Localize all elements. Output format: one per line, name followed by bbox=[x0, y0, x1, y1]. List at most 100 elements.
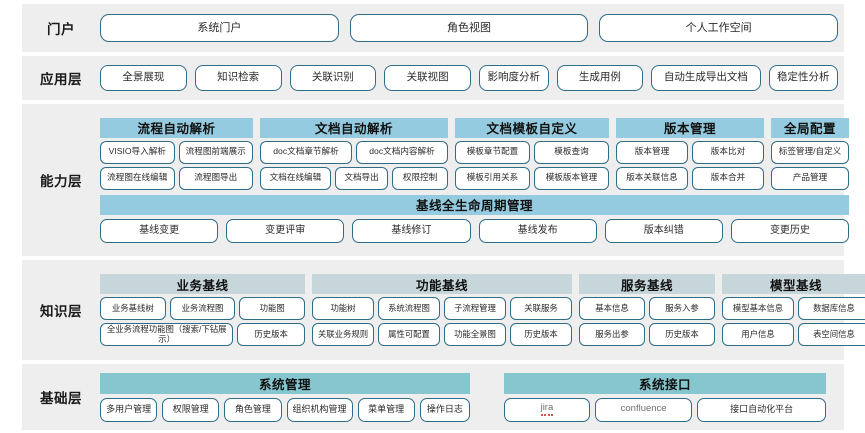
base-item-org-structure-manage[interactable]: 组织机构管理 bbox=[286, 397, 353, 422]
cap-item-permission-control[interactable]: 权限控制 bbox=[392, 166, 449, 190]
know-item-full-business-flow-function-chart[interactable]: 全业务流程功能图（搜索/下钻展示） bbox=[100, 323, 234, 346]
know-item-service-input-param[interactable]: 服务入参 bbox=[649, 297, 715, 320]
cap-item-flowchart-export[interactable]: 流程图导出 bbox=[178, 166, 253, 190]
cap-item-product-manage[interactable]: 产品管理 bbox=[771, 166, 849, 190]
lifecycle-item-baseline-revision[interactable]: 基线修订 bbox=[352, 218, 471, 243]
cap-item-template-chapter-config[interactable]: 模板章节配置 bbox=[455, 140, 530, 164]
group-title-version-management: 版本管理 bbox=[616, 117, 764, 138]
know-item-function-chart[interactable]: 功能图 bbox=[239, 297, 306, 320]
group-rows: 模板章节配置 模板查询 模板引用关系 模板版本管理 bbox=[455, 140, 609, 190]
cap-item-doc-content-parse[interactable]: doc文档内容解析 bbox=[356, 140, 448, 164]
group-line: 模板引用关系 模板版本管理 bbox=[455, 166, 609, 190]
portal-item-system-portal[interactable]: 系统门户 bbox=[100, 14, 339, 42]
group-rows: 基本信息 服务入参 服务出参 历史版本 bbox=[579, 297, 715, 346]
lifecycle-item-change-history[interactable]: 变更历史 bbox=[730, 218, 850, 243]
group-rows: 版本管理 版本比对 版本关联信息 版本合并 bbox=[616, 140, 764, 190]
lifecycle-title: 基线全生命周期管理 bbox=[100, 194, 849, 215]
foundation-group-system-management: 系统管理 多用户管理 权限管理 角色管理 组织机构管理 菜单管理 操作日志 bbox=[100, 372, 470, 422]
portal-item-role-view[interactable]: 角色视图 bbox=[349, 14, 589, 42]
app-item-relation-recognition[interactable]: 关联识别 bbox=[289, 65, 377, 91]
layer-band-foundation: 基础层 系统管理 多用户管理 权限管理 角色管理 组织机构管理 菜单管理 操作日… bbox=[22, 364, 844, 430]
base-item-operation-log[interactable]: 操作日志 bbox=[419, 397, 470, 422]
cap-item-doc-online-edit[interactable]: 文档在线编辑 bbox=[260, 166, 331, 190]
portal-item-personal-workspace[interactable]: 个人工作空间 bbox=[599, 14, 839, 42]
group-line: 模板章节配置 模板查询 bbox=[455, 140, 609, 164]
cap-item-version-compare[interactable]: 版本比对 bbox=[692, 140, 764, 164]
group-rows: VISIO导入解析 流程图前端展示 流程图在线编辑 流程图导出 bbox=[100, 140, 253, 190]
base-item-multi-user-manage[interactable]: 多用户管理 bbox=[100, 397, 158, 422]
group-rows: 标签管理/自定义 产品管理 bbox=[771, 140, 849, 190]
app-item-relation-view[interactable]: 关联视图 bbox=[384, 65, 471, 91]
group-line: 关联业务规则 属性可配置 功能全景图 历史版本 bbox=[312, 323, 572, 346]
cap-item-template-version-manage[interactable]: 模板版本管理 bbox=[534, 166, 609, 190]
know-item-history-version-function[interactable]: 历史版本 bbox=[510, 323, 572, 346]
cap-item-doc-chapter-parse[interactable]: doc文档章节解析 bbox=[260, 140, 352, 164]
know-item-function-tree[interactable]: 功能树 bbox=[312, 297, 374, 320]
knowledge-group-model-baseline: 模型基线 模型基本信息 数据库信息 用户信息 表空间信息 bbox=[722, 274, 865, 346]
cap-item-tag-manage-custom[interactable]: 标签管理/自定义 bbox=[771, 140, 849, 164]
layer-label-application: 应用层 bbox=[40, 72, 82, 87]
know-item-service-basic-info[interactable]: 基本信息 bbox=[579, 297, 645, 320]
lifecycle-item-baseline-release[interactable]: 基线发布 bbox=[478, 218, 597, 243]
know-item-subprocess-manage[interactable]: 子流程管理 bbox=[444, 297, 506, 320]
layer-body-knowledge: 业务基线 业务基线树 业务流程图 功能图 全业务流程功能图（搜索/下钻展示） 历… bbox=[100, 260, 865, 360]
know-item-history-version-business[interactable]: 历史版本 bbox=[237, 323, 305, 346]
know-item-user-info[interactable]: 用户信息 bbox=[722, 323, 794, 346]
layer-label-capability: 能力层 bbox=[40, 174, 82, 189]
lifecycle-item-row: 基线变更 变更评审 基线修订 基线发布 版本纠错 变更历史 bbox=[100, 218, 850, 243]
cap-item-doc-export[interactable]: 文档导出 bbox=[334, 166, 389, 190]
base-item-menu-manage[interactable]: 菜单管理 bbox=[357, 397, 415, 422]
foundation-group-row: 系统管理 多用户管理 权限管理 角色管理 组织机构管理 菜单管理 操作日志 系统… bbox=[100, 372, 838, 422]
app-item-impact-analysis[interactable]: 影响度分析 bbox=[479, 65, 549, 91]
knowledge-group-function-baseline: 功能基线 功能树 系统流程图 子流程管理 关联服务 关联业务规则 属性可配置 功… bbox=[312, 274, 572, 346]
app-item-knowledge-search[interactable]: 知识检索 bbox=[194, 65, 282, 91]
foundation-item-row: 多用户管理 权限管理 角色管理 组织机构管理 菜单管理 操作日志 bbox=[100, 397, 470, 422]
cap-item-flowchart-online-edit[interactable]: 流程图在线编辑 bbox=[100, 166, 175, 190]
cap-item-version-merge[interactable]: 版本合并 bbox=[692, 166, 764, 190]
know-item-business-flowchart[interactable]: 业务流程图 bbox=[169, 297, 236, 320]
app-item-generate-testcase[interactable]: 生成用例 bbox=[556, 65, 644, 91]
group-title-global-config: 全局配置 bbox=[771, 117, 849, 138]
cap-item-template-reference-relation[interactable]: 模板引用关系 bbox=[455, 166, 530, 190]
group-title-model-baseline: 模型基线 bbox=[722, 274, 865, 294]
capability-lifecycle-block: 基线全生命周期管理 基线变更 变更评审 基线修订 基线发布 版本纠错 变更历史 bbox=[100, 194, 850, 243]
cap-item-flowchart-frontend-display[interactable]: 流程图前端展示 bbox=[178, 140, 253, 164]
knowledge-group-service-baseline: 服务基线 基本信息 服务入参 服务出参 历史版本 bbox=[579, 274, 715, 346]
know-item-attribute-configurable[interactable]: 属性可配置 bbox=[378, 323, 440, 346]
know-item-tablespace-info[interactable]: 表空间信息 bbox=[798, 323, 865, 346]
foundation-group-system-interface: 系统接口 jira confluence 接口自动化平台 bbox=[504, 372, 827, 422]
lifecycle-item-change-review[interactable]: 变更评审 bbox=[226, 218, 345, 243]
base-item-role-manage[interactable]: 角色管理 bbox=[224, 397, 282, 422]
capability-group-version-management: 版本管理 版本管理 版本比对 版本关联信息 版本合并 bbox=[616, 117, 764, 190]
app-item-panorama[interactable]: 全景展现 bbox=[100, 65, 187, 91]
know-item-history-version-service[interactable]: 历史版本 bbox=[649, 323, 715, 346]
jira-label: jira bbox=[540, 403, 554, 416]
know-item-function-panorama[interactable]: 功能全景图 bbox=[444, 323, 506, 346]
capability-group-row: 流程自动解析 VISIO导入解析 流程图前端展示 流程图在线编辑 流程图导出 bbox=[100, 117, 849, 190]
layer-body-portal: 系统门户 角色视图 个人工作空间 bbox=[100, 4, 844, 52]
know-item-service-output-param[interactable]: 服务出参 bbox=[579, 323, 645, 346]
group-title-business-baseline: 业务基线 bbox=[100, 274, 305, 294]
group-title-system-interface: 系统接口 bbox=[504, 372, 826, 394]
base-item-permission-manage[interactable]: 权限管理 bbox=[162, 397, 220, 422]
know-item-business-baseline-tree[interactable]: 业务基线树 bbox=[100, 297, 166, 320]
group-line: doc文档章节解析 doc文档内容解析 bbox=[260, 140, 448, 164]
know-item-related-business-rule[interactable]: 关联业务规则 bbox=[312, 323, 374, 346]
lifecycle-item-version-correction[interactable]: 版本纠错 bbox=[604, 218, 723, 243]
base-item-jira[interactable]: jira bbox=[504, 397, 590, 422]
confluence-label: confluence bbox=[620, 403, 667, 415]
base-item-interface-automation-platform[interactable]: 接口自动化平台 bbox=[697, 397, 827, 422]
cap-item-version-manage[interactable]: 版本管理 bbox=[616, 140, 688, 164]
know-item-model-basic-info[interactable]: 模型基本信息 bbox=[722, 297, 794, 320]
cap-item-visio-import-parse[interactable]: VISIO导入解析 bbox=[100, 140, 175, 164]
cap-item-version-relation-info[interactable]: 版本关联信息 bbox=[616, 166, 688, 190]
base-item-confluence[interactable]: confluence bbox=[594, 397, 693, 422]
know-item-database-info[interactable]: 数据库信息 bbox=[798, 297, 865, 320]
lifecycle-item-baseline-change[interactable]: 基线变更 bbox=[100, 218, 219, 243]
know-item-system-flowchart[interactable]: 系统流程图 bbox=[378, 297, 440, 320]
app-item-auto-export-doc[interactable]: 自动生成导出文档 bbox=[651, 65, 761, 91]
app-item-stability-analysis[interactable]: 稳定性分析 bbox=[768, 65, 838, 91]
know-item-related-service[interactable]: 关联服务 bbox=[510, 297, 572, 320]
cap-item-template-query[interactable]: 模板查询 bbox=[534, 140, 609, 164]
